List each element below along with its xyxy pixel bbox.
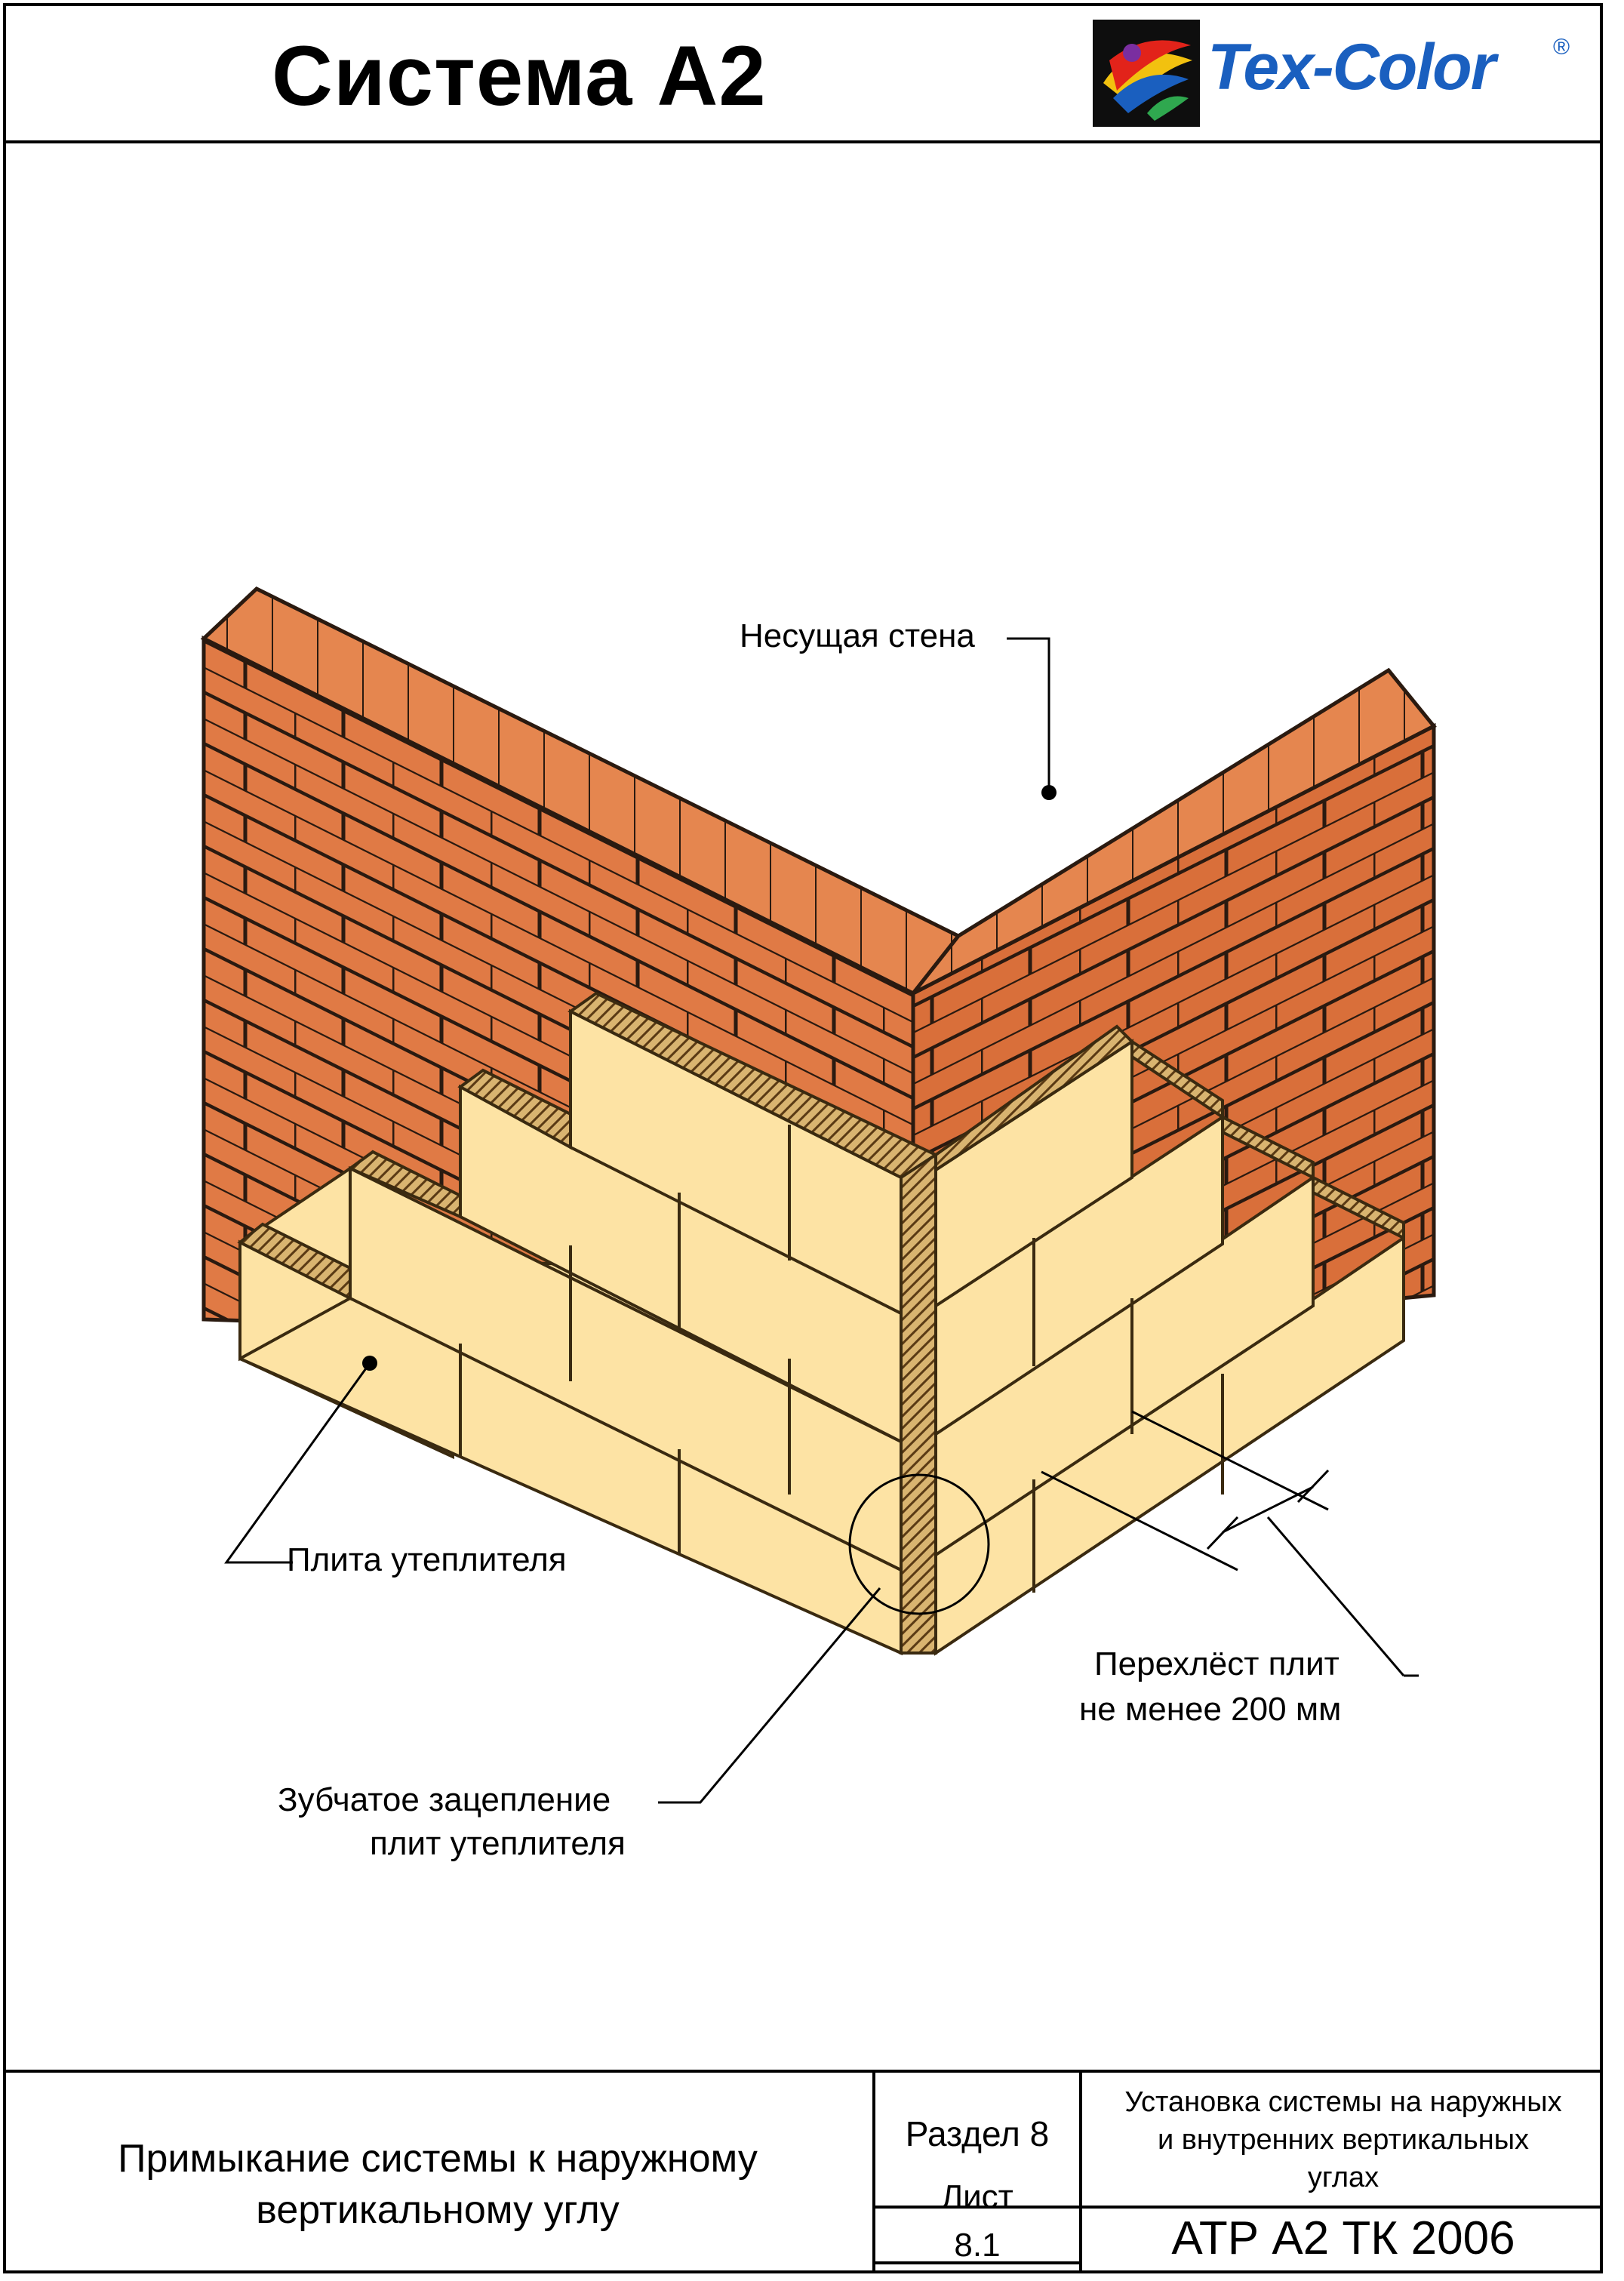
registered-mark: ® <box>1553 35 1570 60</box>
sheet-number: 8.1 <box>954 2227 1001 2264</box>
sheet-label: Лист <box>941 2178 1013 2215</box>
label-bearing-wall: Несущая стена <box>740 617 975 654</box>
caption: Примыкание системы к наружному вертикаль… <box>15 2133 860 2236</box>
interlock-detail-circle <box>848 1473 990 1615</box>
section-title-line3: углах <box>1307 2162 1379 2193</box>
leader-lines <box>224 637 1050 1804</box>
title-block-grid <box>5 2070 1601 2272</box>
sheet-number-spacer <box>875 2264 1079 2270</box>
section-label: Раздел 8 <box>905 2114 1050 2153</box>
label-toothed-line2: плит утеплителя <box>370 1825 626 1862</box>
tex-color-logo-icon <box>1093 20 1200 127</box>
insulation-boards <box>237 991 1405 1656</box>
page-title: Система А2 <box>272 29 767 123</box>
section-title-line2: и внутренних вертикальных <box>1157 2124 1530 2156</box>
section-title: Установка системы на наружных и внутренн… <box>1087 2083 1600 2196</box>
logo-wordmark: Tex-Color <box>1207 31 1496 103</box>
label-toothed-line1: Зубчатое зацепление <box>278 1781 611 1818</box>
bearing-wall-marker <box>1041 785 1057 800</box>
insulation-board-marker <box>362 1356 377 1371</box>
sheet-frame <box>3 3 1603 2273</box>
label-overlap-line2: не менее 200 мм <box>1079 1691 1342 1728</box>
label-overlap-line1: Перехлёст плит <box>1094 1645 1339 1682</box>
caption-line1: Примыкание системы к наружному <box>118 2137 758 2181</box>
caption-line2: вертикальному углу <box>256 2188 620 2232</box>
document-code: АТР А2 ТК 2006 <box>1171 2212 1515 2264</box>
overlap-dimension <box>1041 1410 1419 1677</box>
label-insulation-board: Плита утеплителя <box>287 1541 567 1578</box>
section-title-line1: Установка системы на наружных <box>1124 2086 1562 2118</box>
